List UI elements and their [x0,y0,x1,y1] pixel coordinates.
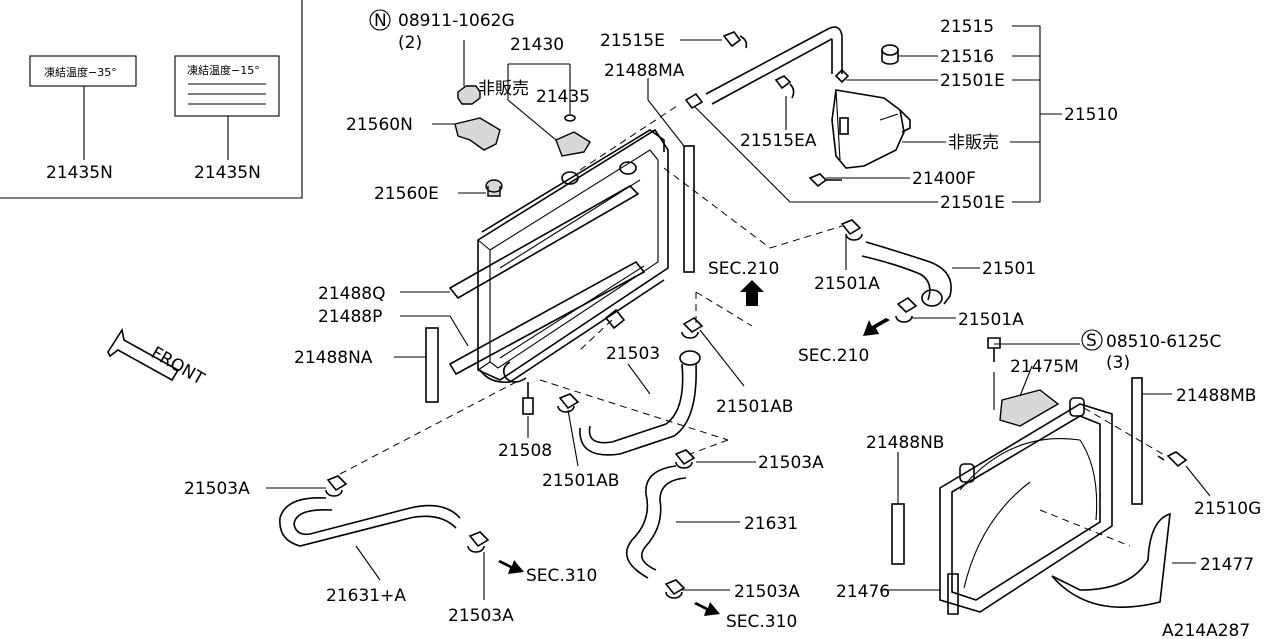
label-21501A-2: 21501A [958,310,1024,330]
label-front: FRONT [148,343,209,390]
direction-arrows [107,280,890,616]
bushing-21560E [485,179,503,197]
label-21501E-top: 21501E [940,71,1005,91]
label-not-sold-2: 非販売 [948,133,999,153]
label-sec210-up: SEC.210 [708,259,779,279]
figure-code: A214A287 [1162,621,1250,639]
fan-shroud [939,389,1113,615]
hose-21631A [279,475,490,553]
part-labels: 08911-1062G (2) 21430 非販売 21435 21560N 2… [148,11,1262,639]
label-21501A-1: 21501A [814,274,880,294]
label-21488P: 21488P [318,307,382,327]
label-21503A-lower: 21503A [734,582,800,602]
n-mark: N [374,11,387,31]
label-sec310-left: SEC.310 [526,566,597,586]
seal-21488NB [891,503,905,565]
label-21508: 21508 [498,441,552,461]
front-arrow [107,327,180,382]
sec210-up-arrow [740,280,764,306]
label-08911: 08911-1062G [398,11,515,31]
label-21488Q: 21488Q [318,284,385,304]
label-21475M: 21475M [1010,357,1079,377]
seal-21488MA [683,145,695,273]
label-21488MB: 21488MB [1176,386,1256,406]
bolt-08510 [987,337,1001,362]
label-21435: 21435 [536,87,590,107]
label-21501: 21501 [982,259,1036,279]
label-sec210-right: SEC.210 [798,346,869,366]
label-21488MA: 21488MA [604,61,685,81]
tag-right [174,55,280,117]
label-21488NB: 21488NB [866,433,944,453]
dashed-guides [339,103,1167,547]
label-08911-qty: (2) [398,33,422,53]
nut-08911 [457,85,481,105]
label-21560N: 21560N [346,115,413,135]
inset-label-left: 21435N [46,163,113,183]
label-not-sold-1: 非販売 [478,79,529,99]
label-sec310-right: SEC.310 [726,612,797,632]
sec310-left-arrow [498,560,524,574]
bolt-21510G [1157,451,1188,468]
tag-left-text: 凍結温度−35° [44,65,117,79]
label-21516: 21516 [940,47,994,67]
label-21631A: 21631+A [326,586,406,606]
coolant-tag-inset: 凍結温度−35° 21435N 凍結温度−15° 21435N [0,0,303,199]
seal-21488MB [1131,377,1143,505]
lower-shroud-21477 [1051,512,1171,608]
sec310-right-arrow [694,602,720,616]
inset-label-right: 21435N [194,163,261,183]
label-21510G: 21510G [1194,499,1261,519]
s-mark: S [1086,331,1097,351]
label-21503A-mid: 21503A [758,453,824,473]
label-21477: 21477 [1200,555,1254,575]
label-21503: 21503 [606,344,660,364]
label-21515: 21515 [940,17,994,37]
sec210-right-arrow [863,318,890,336]
label-21501AB-left: 21501AB [542,471,619,491]
tag-right-text: 凍結温度−15° [187,63,260,77]
upper-hose [840,219,952,323]
label-21503A-left: 21503A [184,479,250,499]
cap-and-bracket [454,85,591,197]
seal-21488NA [425,327,439,403]
symbol-s: S [1081,329,1103,351]
label-21515E: 21515E [600,31,665,51]
label-21501E-bottom: 21501E [940,193,1005,213]
label-21631: 21631 [744,514,798,534]
label-21400F: 21400F [912,169,976,189]
radiator-assembly [448,128,669,415]
label-21503A-bottom: 21503A [448,606,514,626]
lower-hose-21503 [557,316,704,456]
label-08510: 08510-6125C [1106,332,1221,352]
tag-left [29,55,137,87]
bracket-21475M [999,389,1060,427]
hose-21631 [625,449,696,599]
reservoir-tank [808,44,911,188]
leader-lines [266,25,1211,600]
label-21515EA: 21515EA [740,131,817,151]
label-08510-qty: (3) [1106,353,1130,373]
bracket-21560N [454,117,501,151]
label-21488NA: 21488NA [294,348,373,368]
label-21476: 21476 [836,582,890,602]
label-21430: 21430 [510,35,564,55]
label-21560E: 21560E [374,184,439,204]
overflow-hose [684,26,843,110]
symbol-n: N [369,9,391,31]
label-21501AB-right: 21501AB [716,397,793,417]
label-21510: 21510 [1064,105,1118,125]
